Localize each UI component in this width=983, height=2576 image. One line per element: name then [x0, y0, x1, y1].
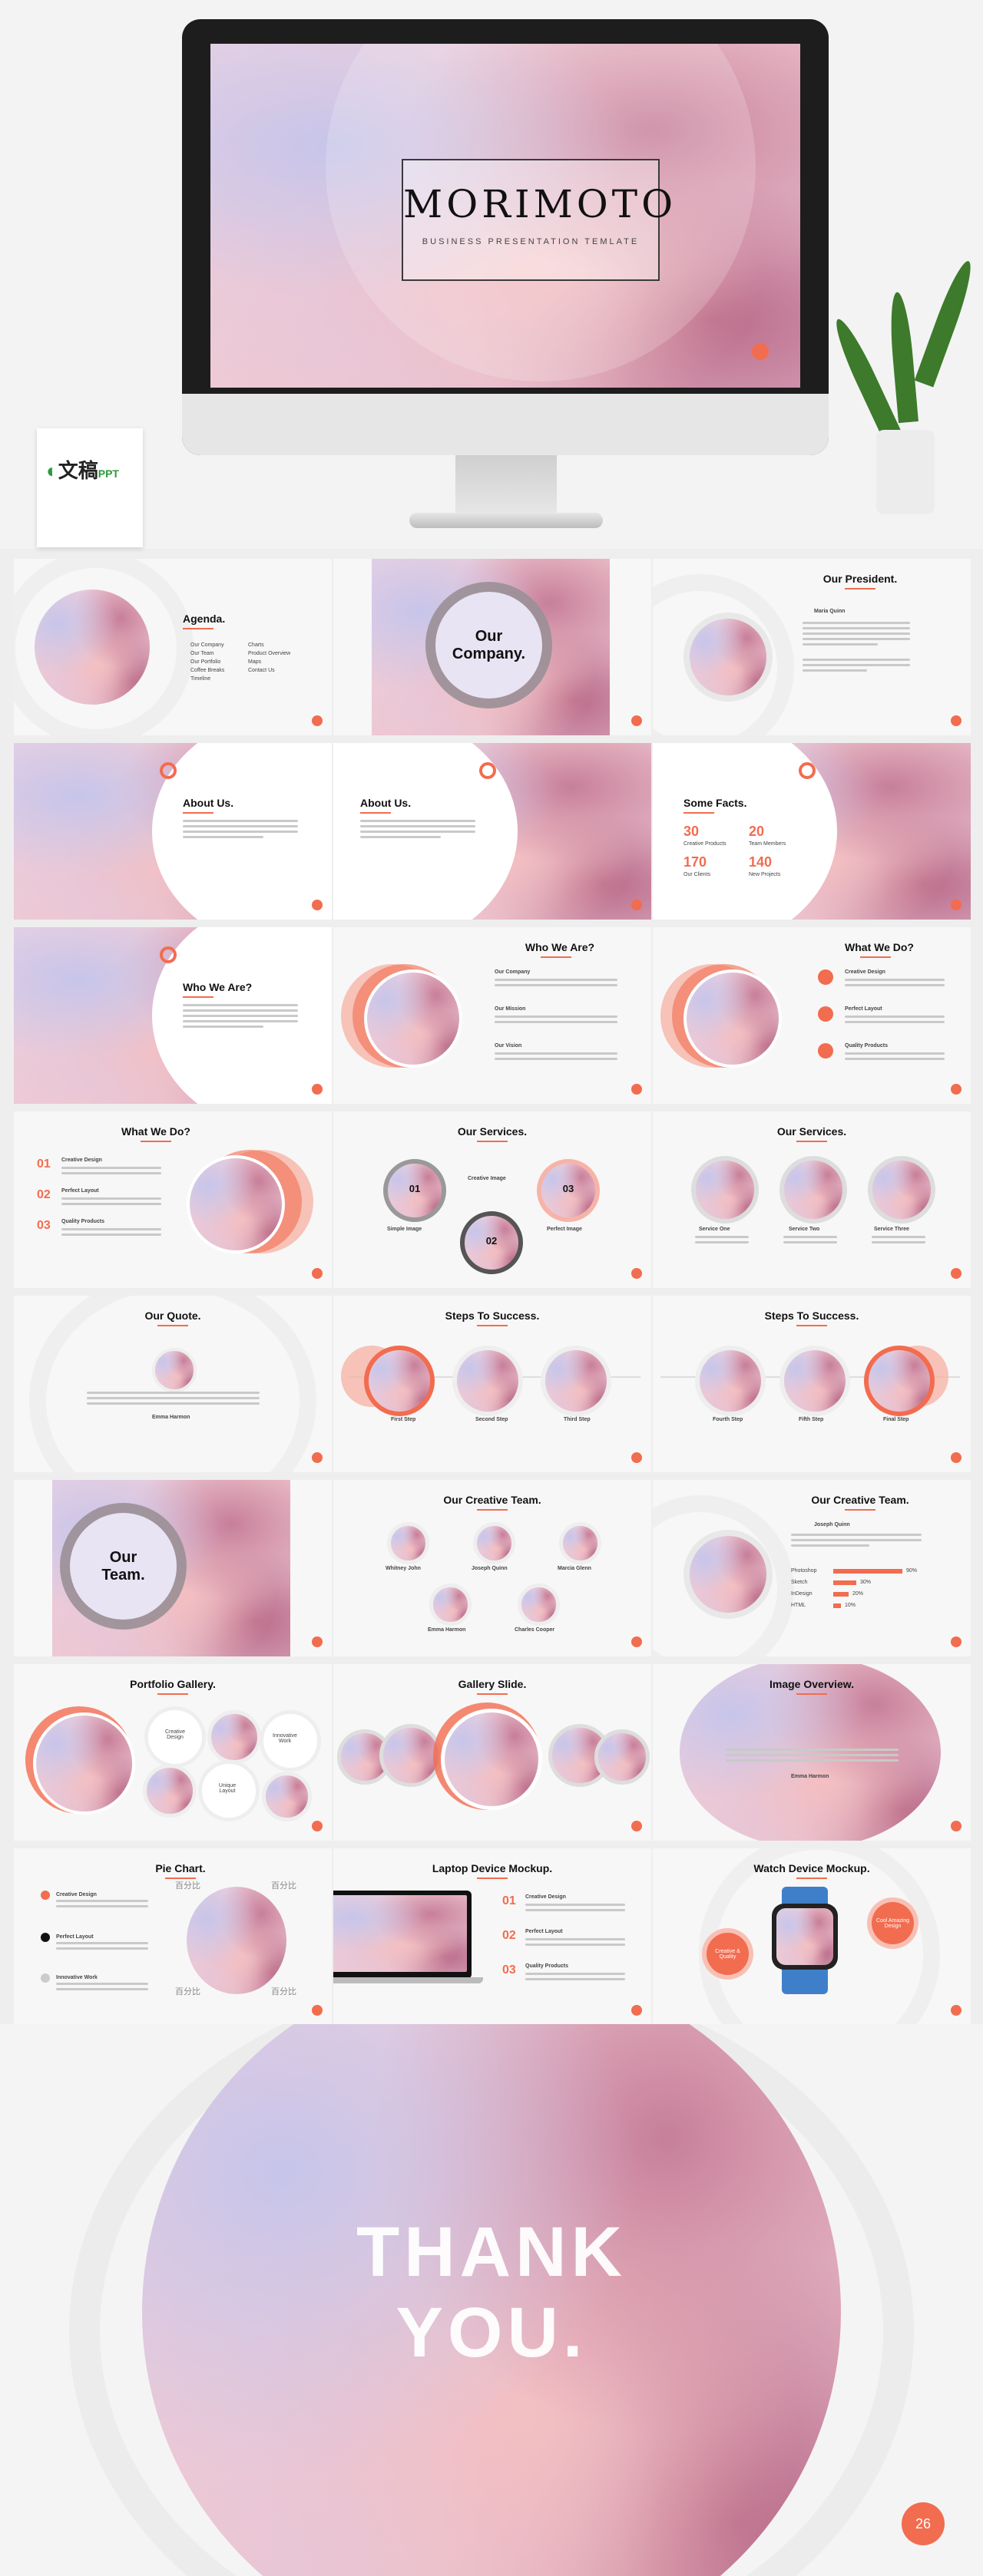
title-box: MORIMOTO BUSINESS PRESENTATION TEMLATE — [402, 159, 677, 281]
slide-creative-team-2[interactable]: Our Creative Team. Joseph Quinn Photosho… — [653, 1480, 971, 1656]
slide-image-overview[interactable]: Image Overview. Emma Harmon — [653, 1664, 971, 1841]
slide-our-team[interactable]: Our Team. — [14, 1480, 332, 1656]
slide-steps-2[interactable]: Steps To Success. Fourth Step Fifth Step… — [653, 1296, 971, 1472]
page-number: 26 — [902, 2502, 945, 2545]
thank-line: THANK — [356, 2213, 627, 2291]
calendar-mockup: ◐文稿PPT — [37, 428, 143, 547]
hero-title: MORIMOTO — [403, 182, 677, 226]
you-line: YOU. — [396, 2294, 587, 2372]
slide-portfolio[interactable]: Portfolio Gallery. Creative Design Uniqu… — [14, 1664, 332, 1841]
slide-thank-you[interactable]: THANK YOU. 26 — [0, 2024, 983, 2576]
monitor-chin — [182, 394, 829, 455]
slide-gallery[interactable]: Gallery Slide. — [333, 1664, 651, 1841]
slide-about-2[interactable]: About Us. — [333, 743, 651, 920]
slide-what-2[interactable]: What We Do? 01 Creative Design 02 Perfec… — [14, 1111, 332, 1288]
slide-pie-chart[interactable]: Pie Chart. Creative Design Perfect Layou… — [14, 1848, 332, 2025]
skill-bar — [833, 1580, 856, 1585]
page-dot — [752, 343, 769, 360]
plant-leaf — [914, 257, 978, 388]
hero-subtitle: BUSINESS PRESENTATION TEMLATE — [422, 237, 640, 246]
skill-bar — [833, 1603, 841, 1608]
slide-our-company[interactable]: Our Company. — [333, 559, 651, 735]
slide-services-2[interactable]: Our Services. Service One Service Two Se… — [653, 1111, 971, 1288]
monitor-stand — [455, 455, 557, 520]
slide-services-1[interactable]: Our Services. 01 02 03 Simple Image Crea… — [333, 1111, 651, 1288]
plant-leaf — [887, 291, 918, 424]
slide-who-2[interactable]: Who We Are? Our Company Our Mission Our … — [333, 927, 651, 1104]
slide-title: Agenda. — [183, 613, 226, 625]
slide-what-1[interactable]: What We Do? Creative Design Perfect Layo… — [653, 927, 971, 1104]
slide-quote[interactable]: Our Quote. Emma Harmon — [14, 1296, 332, 1472]
slide-creative-team-1[interactable]: Our Creative Team. Whitney John Joseph Q… — [333, 1480, 651, 1656]
monitor-screen: MORIMOTO BUSINESS PRESENTATION TEMLATE — [210, 44, 800, 388]
slide-about-1[interactable]: About Us. — [14, 743, 332, 920]
slide-who-1[interactable]: Who We Are? — [14, 927, 332, 1104]
plant-pot — [876, 430, 935, 514]
slide-laptop-mockup[interactable]: Laptop Device Mockup. 01 Creative Design… — [333, 1848, 651, 2025]
hero-mockup: ◐文稿PPT MORIMOTO BUSINESS PRESENTATION TE… — [0, 0, 983, 549]
monitor-foot — [409, 513, 603, 528]
monitor: MORIMOTO BUSINESS PRESENTATION TEMLATE — [182, 19, 829, 455]
calendar-logo: ◐文稿PPT — [46, 459, 119, 482]
skill-bar — [833, 1569, 902, 1574]
slide-facts[interactable]: Some Facts. 30 Creative Products 20 Team… — [653, 743, 971, 920]
slide-president[interactable]: Our President. Maria Quinn — [653, 559, 971, 735]
slide-steps-1[interactable]: Steps To Success. First Step Second Step… — [333, 1296, 651, 1472]
slide-watch-mockup[interactable]: Watch Device Mockup. Creative & Quality … — [653, 1848, 971, 2025]
skill-bar — [833, 1592, 849, 1597]
